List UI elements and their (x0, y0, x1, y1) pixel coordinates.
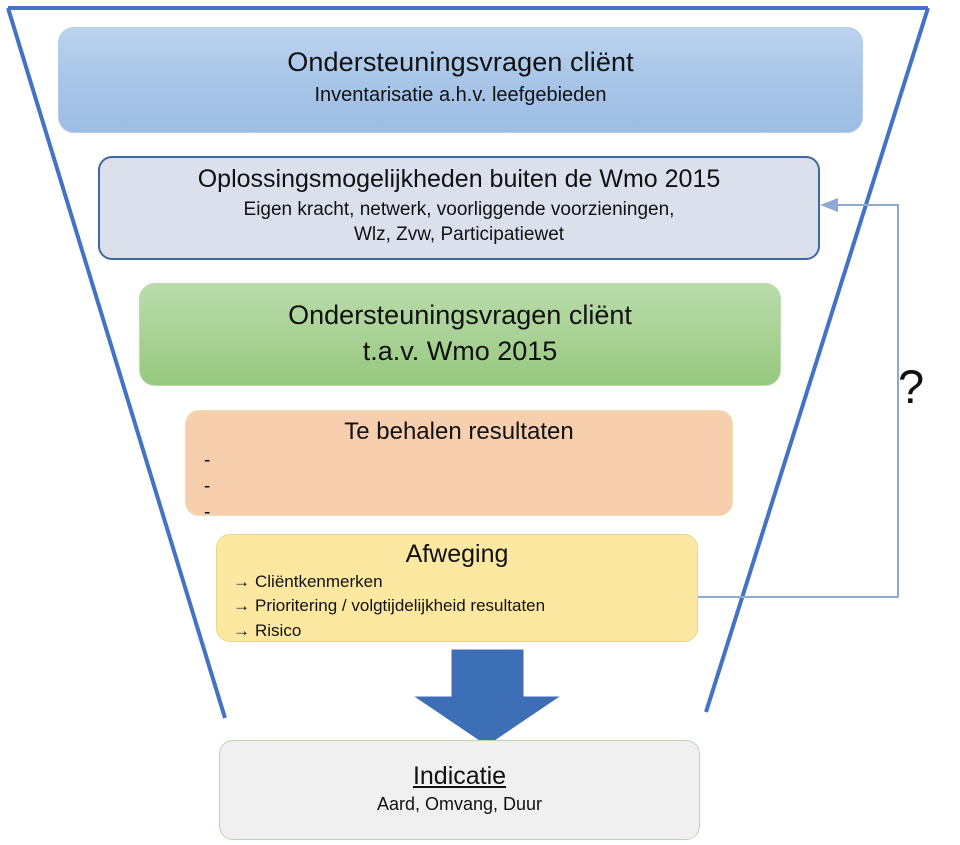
list-item: → Cliëntkenmerken (233, 570, 697, 594)
list-item: →Risico (233, 619, 697, 643)
down-arrow-icon (414, 649, 560, 746)
node-indicatie-subtitle: Aard, Omvang, Duur (376, 794, 543, 815)
node-intake[interactable]: Ondersteuningsvragen cliënt Inventarisat… (58, 27, 863, 133)
node-wmo-questions-title: Ondersteuningsvragen cliënt (288, 300, 632, 331)
node-wmo-questions-title2: t.a.v. Wmo 2015 (362, 335, 558, 366)
node-outside-wmo-title: Oplossingsmogelijkheden buiten de Wmo 20… (197, 165, 721, 194)
node-outside-wmo-line1: Eigen kracht, netwerk, voorliggende voor… (243, 199, 675, 221)
node-indicatie[interactable]: Indicatie Aard, Omvang, Duur (219, 740, 700, 840)
feedback-loop-line (698, 204, 899, 598)
node-results-title: Te behalen resultaten (344, 418, 574, 445)
arrow-right-icon: → (233, 572, 250, 591)
arrow-right-icon: → (233, 620, 250, 640)
list-item: →Prioritering / volgtijdelijkheid result… (233, 594, 697, 618)
node-results-bullet-list: - - - (186, 448, 732, 526)
node-afweging-title: Afweging (405, 540, 509, 568)
arrow-right-icon: → (233, 596, 250, 616)
node-afweging-bullet-list: →Cliëntkenmerken →Prioritering / volgtij… (217, 570, 697, 643)
node-wmo-questions[interactable]: Ondersteuningsvragen cliënt t.a.v. Wmo 2… (139, 283, 781, 386)
list-item-label: Prioritering / volgtijdelijkheid resulta… (255, 596, 546, 616)
list-item: - (204, 501, 211, 523)
list-item-label: Risico (255, 620, 302, 640)
feedback-loop-arrowhead (820, 198, 838, 212)
node-outside-wmo-line2: Wlz, Zvw, Participatiewet (353, 223, 565, 245)
node-intake-title: Ondersteuningsvragen cliënt (287, 46, 634, 77)
node-indicatie-title: Indicatie (412, 762, 507, 791)
list-item: - (204, 449, 211, 471)
question-mark-annotation: ? (898, 360, 925, 413)
node-results[interactable]: Te behalen resultaten - - - (185, 410, 733, 523)
list-item: - (204, 475, 211, 497)
node-outside-wmo[interactable]: Oplossingsmogelijkheden buiten de Wmo 20… (98, 156, 820, 260)
node-intake-subtitle: Inventarisatie a.h.v. leefgebieden (314, 84, 607, 107)
list-item-label: Cliëntkenmerken (255, 572, 383, 591)
node-afweging[interactable]: Afweging →Cliëntkenmerken →Prioritering … (216, 534, 698, 642)
